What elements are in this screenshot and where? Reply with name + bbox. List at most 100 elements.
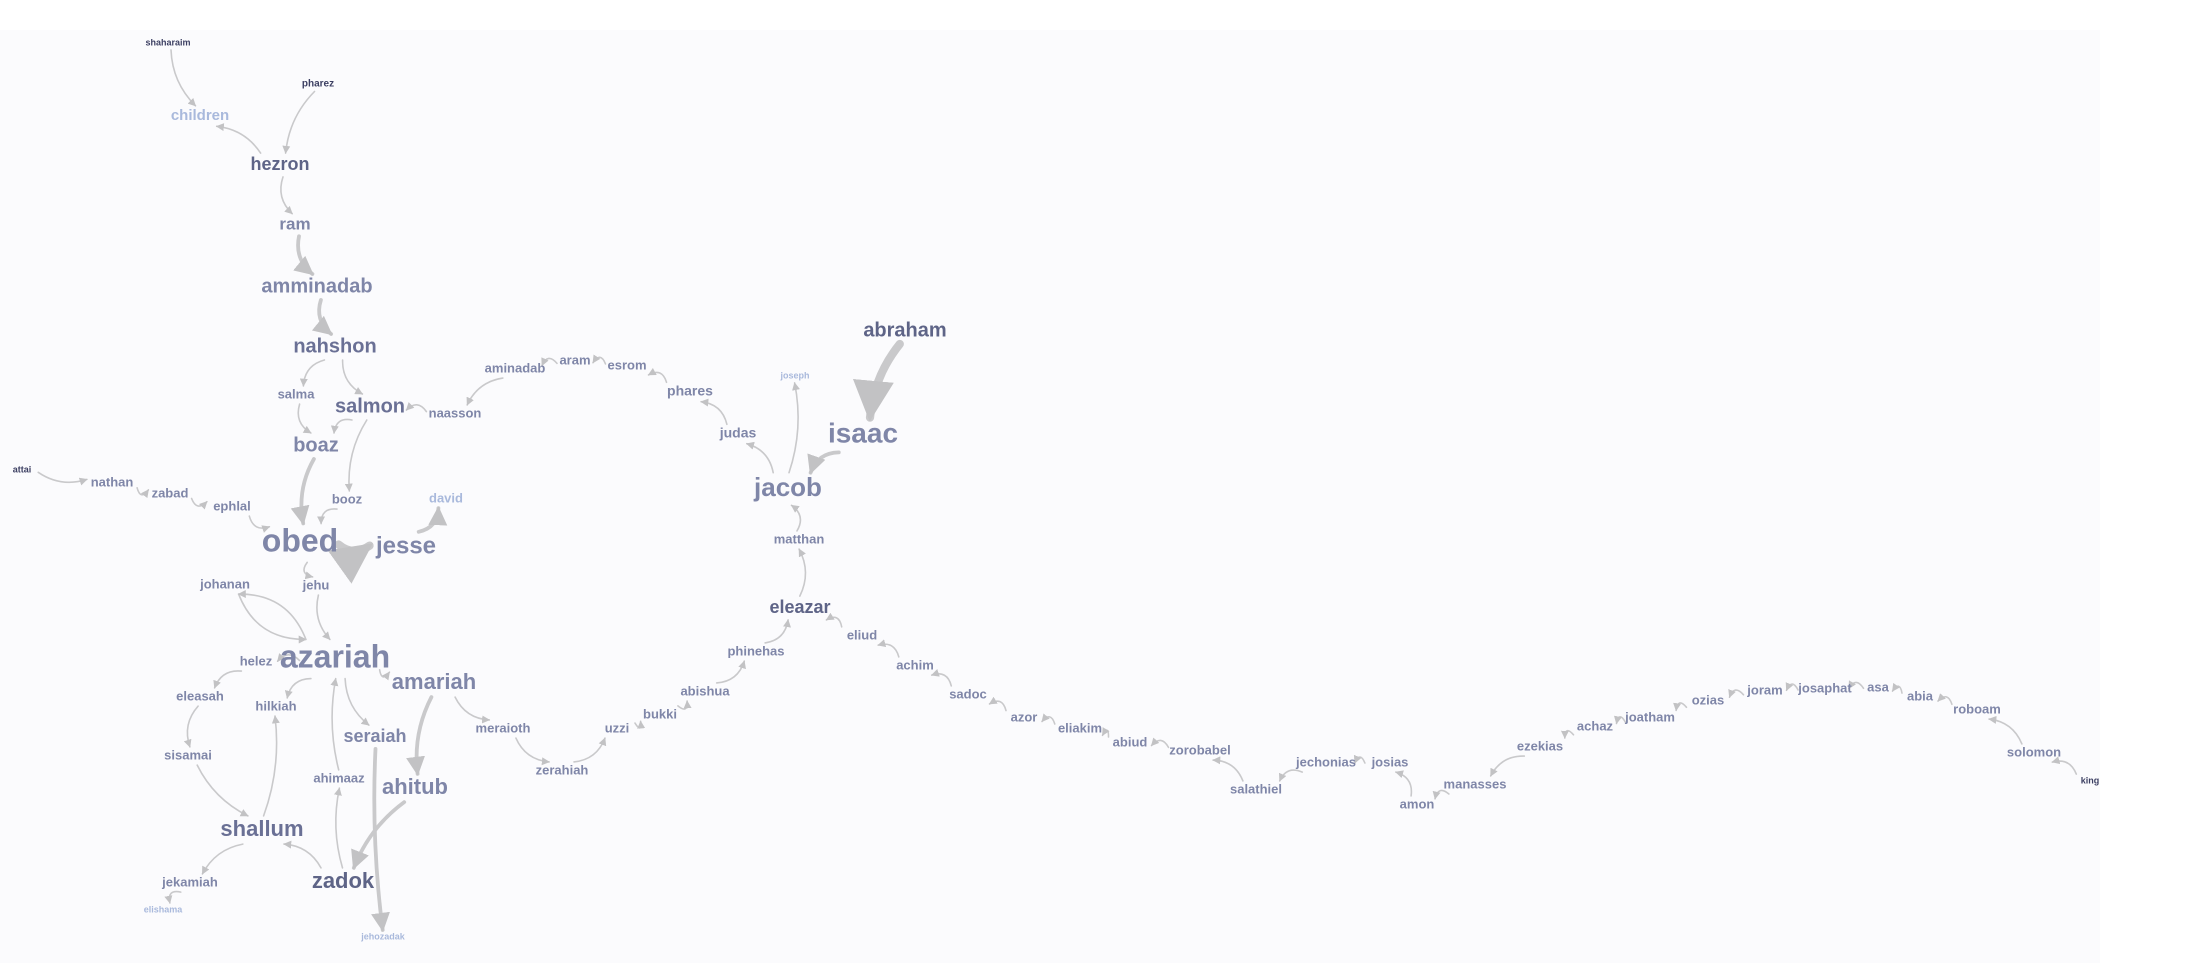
node-ahimaaz[interactable]: ahimaaz (313, 770, 365, 785)
node-roboam[interactable]: roboam (1953, 701, 2001, 716)
node-eliud[interactable]: eliud (847, 627, 877, 642)
node-sadoc[interactable]: sadoc (949, 686, 987, 701)
edge-ahimaaz-to-azariah (330, 677, 340, 771)
node-nathan[interactable]: nathan (91, 474, 134, 489)
node-esrom[interactable]: esrom (607, 357, 646, 372)
node-uzzi[interactable]: uzzi (605, 720, 630, 735)
node-ezekias[interactable]: ezekias (1517, 738, 1563, 753)
edge-aram-to-aminadab (541, 357, 558, 367)
node-josaphat[interactable]: josaphat (1797, 680, 1852, 695)
node-amminadab[interactable]: amminadab (261, 275, 372, 297)
node-jekamiah[interactable]: jekamiah (161, 874, 218, 889)
edge-jehu-to-azariah (316, 594, 331, 641)
node-amariah[interactable]: amariah (392, 669, 476, 694)
node-manasses[interactable]: manasses (1444, 776, 1507, 791)
node-nahshon[interactable]: nahshon (293, 335, 376, 357)
node-bukki[interactable]: bukki (643, 706, 677, 721)
node-abishua[interactable]: abishua (680, 683, 730, 698)
node-ram[interactable]: ram (279, 214, 310, 233)
node-isaac[interactable]: isaac (828, 417, 898, 448)
node-abiud[interactable]: abiud (1113, 734, 1148, 749)
edge-booz-to-obed (317, 508, 338, 525)
node-azariah[interactable]: azariah (280, 638, 390, 674)
genealogy-network-graph: shaharaim children pharez hezron ram amminada… (13, 37, 2100, 941)
node-zadok[interactable]: zadok (312, 868, 375, 893)
node-josias[interactable]: josias (1371, 754, 1409, 769)
node-joatham[interactable]: joatham (1624, 709, 1675, 724)
edge-hezron-to-children (215, 123, 262, 154)
edge-sadoc-to-achim (930, 669, 953, 687)
node-jesse[interactable]: jesse (375, 532, 436, 559)
node-phares[interactable]: phares (667, 383, 713, 399)
node-achaz[interactable]: achaz (1577, 718, 1614, 733)
node-salmon[interactable]: salmon (335, 395, 405, 417)
node-naasson[interactable]: naasson (429, 405, 482, 420)
node-seraiah[interactable]: seraiah (343, 726, 406, 746)
node-judas[interactable]: judas (719, 425, 757, 441)
edge-azariah-to-johanan (237, 590, 307, 641)
edge-naasson-to-salmon (405, 402, 428, 413)
edge-esrom-to-aram (592, 354, 607, 365)
node-jehozadak[interactable]: jehozadak (360, 931, 406, 941)
node-children[interactable]: children (171, 107, 229, 124)
edge-azor-to-sadoc (988, 696, 1007, 712)
node-zabad[interactable]: zabad (152, 485, 189, 500)
node-achim[interactable]: achim (896, 657, 934, 672)
node-jechonias[interactable]: jechonias (1295, 754, 1356, 769)
node-salma[interactable]: salma (278, 386, 316, 401)
node-joseph[interactable]: joseph (779, 370, 809, 380)
node-abraham[interactable]: abraham (863, 319, 946, 341)
node-attai[interactable]: attai (13, 464, 32, 474)
edge-zorobabel-to-abiud (1150, 737, 1170, 749)
node-solomon[interactable]: solomon (2007, 744, 2061, 759)
node-abia[interactable]: abia (1907, 688, 1934, 703)
edge-salmon-to-boaz (330, 418, 353, 434)
node-ephlal[interactable]: ephlal (213, 498, 251, 513)
edge-eliud-to-eleazar (825, 612, 843, 628)
node-elishama[interactable]: elishama (144, 904, 184, 914)
node-azor[interactable]: azor (1011, 709, 1038, 724)
node-aminadab[interactable]: aminadab (485, 360, 546, 375)
node-jacob[interactable]: jacob (753, 472, 822, 502)
node-booz[interactable]: booz (332, 491, 363, 506)
node-shaharaim[interactable]: shaharaim (145, 37, 190, 47)
graph-canvas: shaharaim children pharez hezron ram amminada… (0, 30, 2100, 963)
edge-shaharaim-to-children (170, 49, 197, 107)
node-ahitub[interactable]: ahitub (382, 774, 448, 799)
node-obed[interactable]: obed (262, 522, 338, 558)
node-asa[interactable]: asa (1867, 679, 1889, 694)
node-joram[interactable]: joram (1746, 682, 1782, 697)
node-aram[interactable]: aram (559, 352, 590, 367)
node-zorobabel[interactable]: zorobabel (1169, 742, 1230, 757)
node-eleasah[interactable]: eleasah (176, 688, 224, 703)
node-hilkiah[interactable]: hilkiah (255, 698, 296, 713)
node-david[interactable]: david (429, 490, 463, 505)
node-hezron[interactable]: hezron (250, 154, 309, 174)
node-matthan[interactable]: matthan (774, 531, 825, 546)
node-king[interactable]: king (2081, 775, 2100, 785)
node-zerahiah[interactable]: zerahiah (536, 762, 589, 777)
edge-phares-to-esrom (647, 367, 668, 384)
node-helez[interactable]: helez (240, 653, 273, 668)
edge-jacob-to-joseph (788, 382, 800, 474)
node-pharez[interactable]: pharez (302, 79, 334, 90)
node-shallum[interactable]: shallum (220, 816, 303, 841)
edge-johanan-to-azariah (237, 593, 307, 644)
node-boaz[interactable]: boaz (293, 434, 339, 456)
node-sisamai[interactable]: sisamai (164, 747, 212, 762)
node-salathiel[interactable]: salathiel (1230, 781, 1282, 796)
node-meraioth[interactable]: meraioth (476, 720, 531, 735)
node-jehu[interactable]: jehu (302, 577, 330, 592)
edge-azariah-to-helez (276, 653, 301, 662)
node-eleazar[interactable]: eleazar (769, 597, 830, 617)
edge-king-to-solomon (2051, 756, 2078, 775)
node-eliakim[interactable]: eliakim (1058, 720, 1102, 735)
edge-phinehas-to-eleazar (764, 619, 791, 644)
node-ozias[interactable]: ozias (1692, 692, 1725, 707)
edge-ram-to-amminadab (293, 234, 315, 276)
node-johanan[interactable]: johanan (199, 576, 250, 591)
edge-boaz-to-obed (290, 457, 316, 526)
node-phinehas[interactable]: phinehas (727, 643, 784, 658)
edge-uzzi-to-bukki (634, 720, 646, 729)
node-amon[interactable]: amon (1400, 796, 1435, 811)
